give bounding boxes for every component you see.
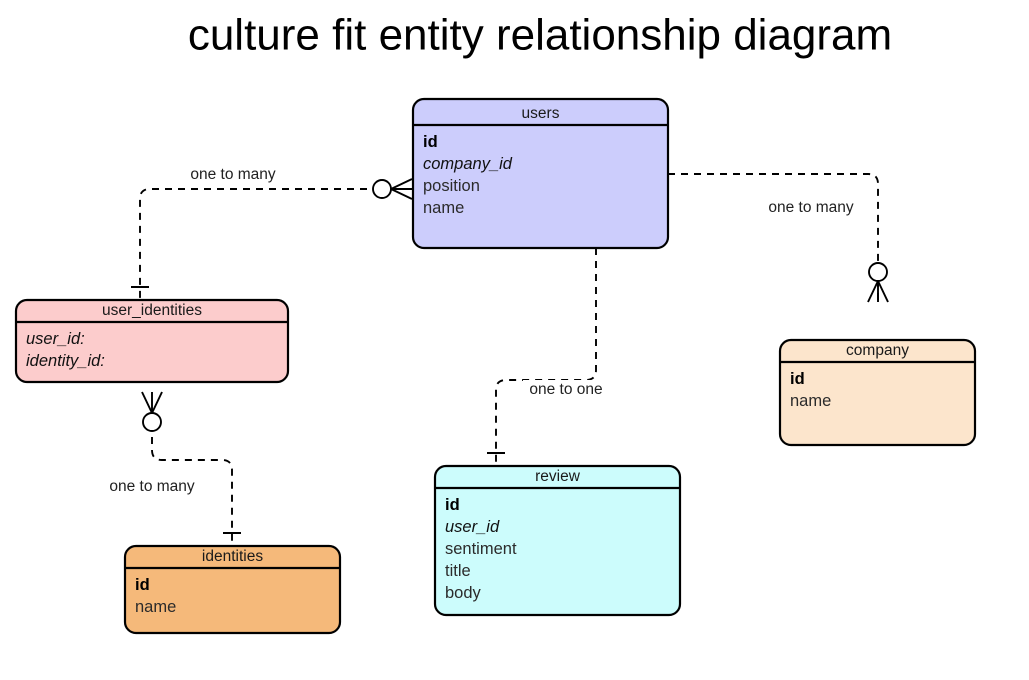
entity-field-users-2: position [423,177,480,195]
relationship-label-halo-users-user_identities [186,165,280,185]
relationship-label-users-company: one to many [768,199,854,216]
rel-user_identities-identities-from-crowfoot-line-2 [141,391,153,414]
entity-field-company-0: id [790,370,805,388]
relationship-users-user_identities[interactable] [131,178,413,300]
relationship-label-halo-users-company [764,198,858,218]
entity-field-user_identities-0: user_id: [26,330,85,348]
rel-users-company-to-crowfoot-line-2 [877,280,889,303]
entity-field-review-0: id [445,496,460,514]
relationship-user_identities-identities[interactable] [141,391,241,546]
relationship-label-users-review: one to one [529,381,602,398]
relationship-label-halo-user_identities-identities [105,477,199,497]
entity-field-users-3: name [423,199,464,217]
entity-users[interactable]: users id company_id position name [411,97,670,250]
rel-users-user_identities-from-crowfoot-line-1 [390,188,413,200]
entity-field-user_identities-1: identity_id: [26,352,105,370]
entity-user_identities[interactable]: user_identities user_id: identity_id: [14,298,290,384]
relationship-label-users-user_identities: one to many [190,166,276,183]
entity-field-review-1: user_id [445,518,500,536]
entity-box-review[interactable] [433,464,682,617]
entity-title-review: review [535,468,581,485]
entity-field-company-1: name [790,392,831,410]
rel-user_identities-identities-from-zero-circle-icon [142,412,162,432]
entity-field-review-3: title [445,562,471,580]
entity-field-review-2: sentiment [445,540,517,558]
rel-users-user_identities-from-zero-circle-icon [372,179,392,199]
relationship-label-halo-users-review [523,380,609,400]
relationship-labels-layer: one to many one to many one to one one to m… [105,165,858,497]
entity-field-users-1: company_id [423,155,513,173]
entities-layer: users id company_id position name user_identi… [14,97,977,635]
entity-box-users[interactable] [411,97,670,250]
rel-user_identities-identities-from-crowfoot-line-1 [151,391,163,414]
relationship-line-users-user_identities[interactable] [139,188,380,300]
entity-company[interactable]: company id name [778,338,977,447]
entity-title-users: users [522,105,560,122]
entity-box-company[interactable] [778,338,977,447]
entity-identities[interactable]: identities id name [123,544,342,635]
rel-users-company-to-zero-circle-icon [868,262,888,282]
entity-field-identities-0: id [135,576,150,594]
rel-users-company-to-crowfoot-line-1 [867,280,879,303]
page-title: culture fit entity relationship diagram [188,11,892,60]
entity-field-review-4: body [445,584,482,602]
relationship-line-users-company[interactable] [668,173,879,302]
relationship-label-user_identities-identities: one to many [109,478,195,495]
entity-title-company: company [846,342,909,359]
entity-box-user_identities[interactable] [14,298,290,384]
entity-title-identities: identities [202,548,263,565]
relationship-line-user_identities-identities[interactable] [151,424,233,546]
rel-users-user_identities-from-crowfoot-line-2 [390,178,413,190]
entity-field-users-0: id [423,133,438,151]
entity-review[interactable]: review id user_id sentiment title body [433,464,682,617]
entity-field-identities-1: name [135,598,176,616]
entity-title-user_identities: user_identities [102,302,202,319]
